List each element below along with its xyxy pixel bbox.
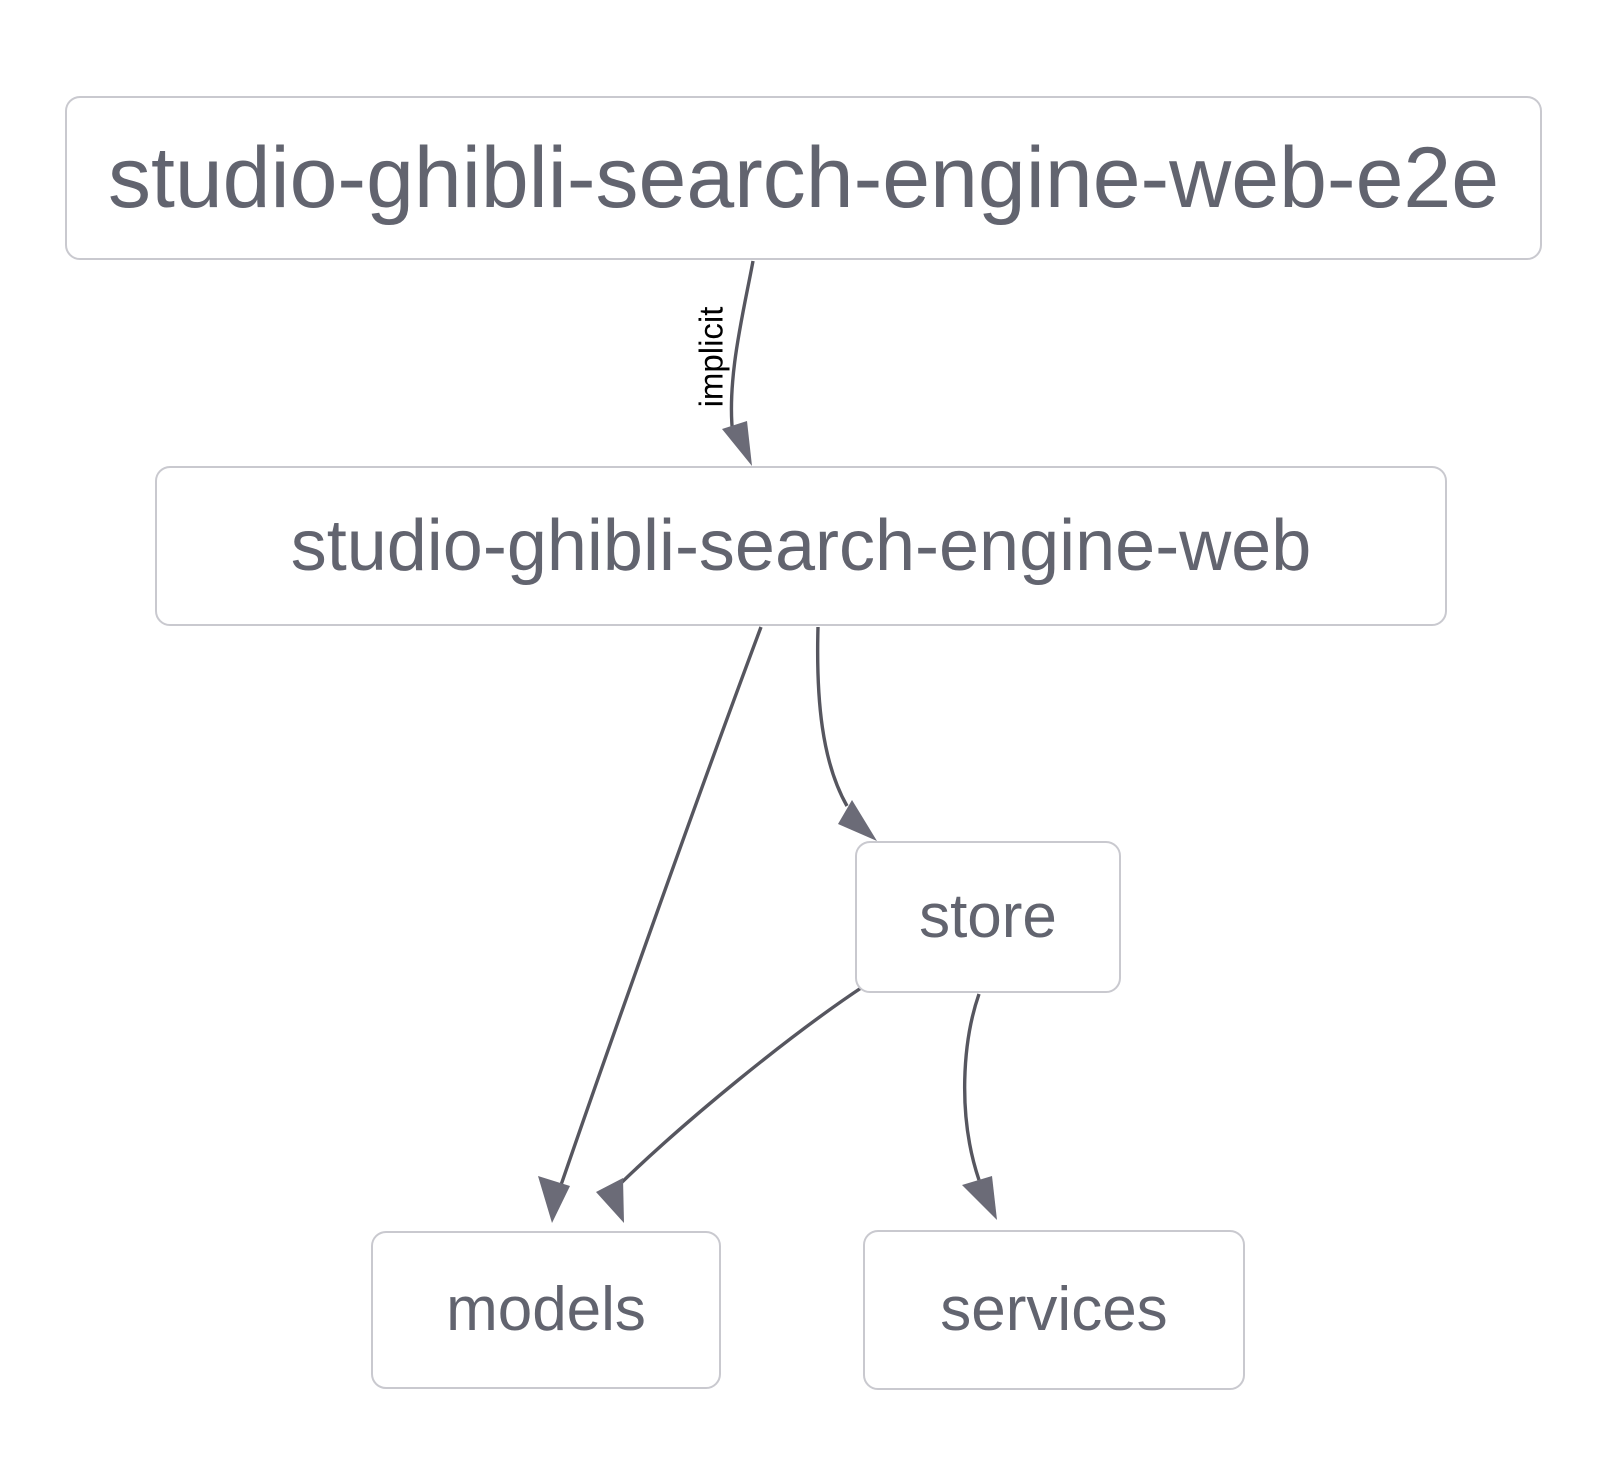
node-services[interactable]: services <box>863 1230 1245 1390</box>
node-label: models <box>446 1275 646 1344</box>
edge-root-to-web <box>722 260 755 466</box>
edge-store-to-models-path <box>617 984 865 1187</box>
node-store[interactable]: store <box>855 841 1121 993</box>
edge-store-to-models <box>596 984 865 1223</box>
edge-store-to-services <box>962 993 997 1220</box>
node-models[interactable]: models <box>371 1231 721 1389</box>
edge-web-to-store <box>815 626 877 841</box>
edge-web-to-store-arrowhead <box>838 800 877 841</box>
edge-store-to-models-arrowhead <box>596 1178 624 1223</box>
node-label: store <box>919 882 1057 951</box>
node-label: studio-ghibli-search-engine-web <box>290 506 1312 586</box>
edge-root-to-web-arrowhead <box>722 421 752 466</box>
edge-root-to-web-path <box>729 260 755 437</box>
edge-store-to-services-path <box>963 993 981 1181</box>
node-studio-ghibli-search-engine-web[interactable]: studio-ghibli-search-engine-web <box>155 466 1447 626</box>
edge-store-to-services-arrowhead <box>962 1176 997 1220</box>
edge-web-to-store-path <box>815 626 849 807</box>
edge-web-to-models <box>538 626 763 1223</box>
node-label: studio-ghibli-search-engine-web-e2e <box>107 130 1500 226</box>
node-label: services <box>940 1275 1168 1344</box>
edge-web-to-models-arrowhead <box>538 1176 570 1223</box>
edge-web-to-models-path <box>559 626 763 1186</box>
node-studio-ghibli-search-engine-web-e2e[interactable]: studio-ghibli-search-engine-web-e2e <box>65 96 1542 260</box>
